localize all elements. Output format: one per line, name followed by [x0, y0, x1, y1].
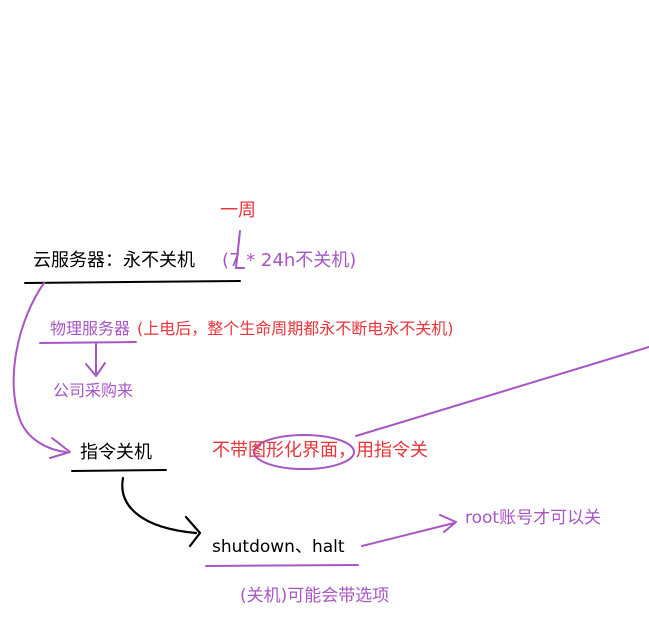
arrow-command-to-shutdown	[121, 476, 198, 535]
arrow-shutdown-to-root	[361, 522, 455, 547]
arrowhead-cloud-to-command	[49, 437, 71, 459]
underline-cloud-server	[24, 280, 241, 284]
arrowhead-shutdown-to-root	[439, 514, 457, 533]
cloud-server-detail: (7 * 24h不关机)	[222, 250, 357, 271]
circle-gui	[253, 434, 355, 470]
physical-server-text: 物理服务器	[50, 319, 131, 338]
physical-server-detail: (上电后，整个生命周期都永不断电永不关机)	[137, 319, 454, 338]
arrowhead-physical-to-purchase	[85, 362, 106, 377]
command-shutdown-text: 指令关机	[80, 442, 152, 463]
purchase-note: 公司采购来	[53, 381, 134, 400]
no-gui-note: 不带图形化界面，用指令关	[212, 440, 428, 461]
arrow-cloud-to-command	[12, 282, 67, 453]
shutdown-commands: shutdown、halt	[212, 537, 345, 557]
line-gui-offpage	[355, 346, 649, 437]
arrowhead-command-to-shutdown	[184, 515, 202, 548]
options-note: (关机)可能会带选项	[240, 586, 390, 606]
cloud-server-text: 云服务器：永不关机	[33, 250, 195, 271]
underline-command	[71, 469, 167, 472]
root-note: root账号才可以关	[465, 508, 602, 528]
bracket-week	[235, 230, 245, 269]
week-label: 一周	[220, 200, 256, 221]
underline-physical-server	[39, 341, 137, 344]
underline-shutdown	[205, 564, 359, 567]
